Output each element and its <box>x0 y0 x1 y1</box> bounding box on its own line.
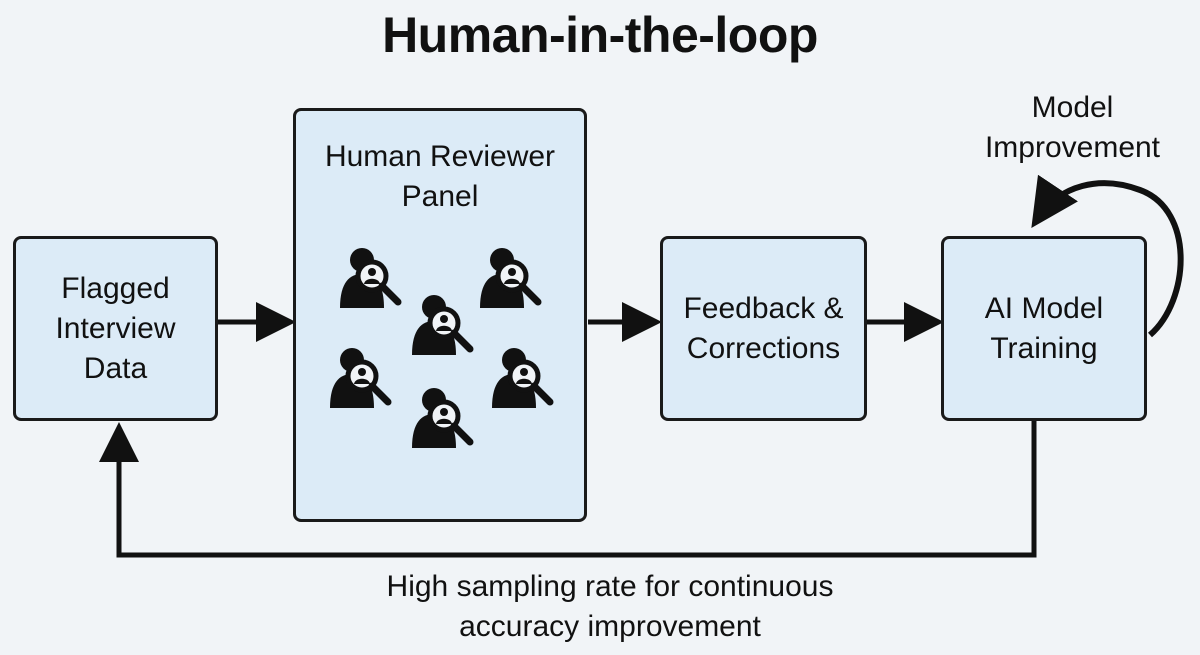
feedback-corrections-label: Feedback & Corrections <box>683 291 844 365</box>
arrow-feedback-loop <box>99 420 1037 558</box>
human-reviewer-panel-label: Human Reviewer Panel <box>324 140 556 213</box>
flagged-interview-data-box: Flagged Interview Data <box>13 236 218 421</box>
ai-model-training-box: AI Model Training <box>941 236 1147 421</box>
ai-model-training-label: AI Model Training <box>984 291 1104 365</box>
person-with-magnifier-icon <box>490 346 556 412</box>
arrow-model-improvement-loop <box>1031 174 1184 338</box>
feedback-corrections-box: Feedback & Corrections <box>660 236 867 421</box>
person-with-magnifier-icon <box>478 246 544 312</box>
person-with-magnifier-icon <box>410 386 476 452</box>
human-reviewer-panel: Human Reviewer Panel <box>293 108 587 522</box>
person-with-magnifier-icon <box>328 346 394 412</box>
person-with-magnifier-icon <box>410 293 476 359</box>
flagged-interview-data-label: Flagged Interview Data <box>55 271 176 385</box>
diagram-title: Human-in-the-loop <box>382 7 818 63</box>
sampling-rate-label: High sampling rate for continuous accura… <box>386 570 834 643</box>
model-improvement-label: Model Improvement <box>984 91 1161 164</box>
person-with-magnifier-icon <box>338 246 404 312</box>
